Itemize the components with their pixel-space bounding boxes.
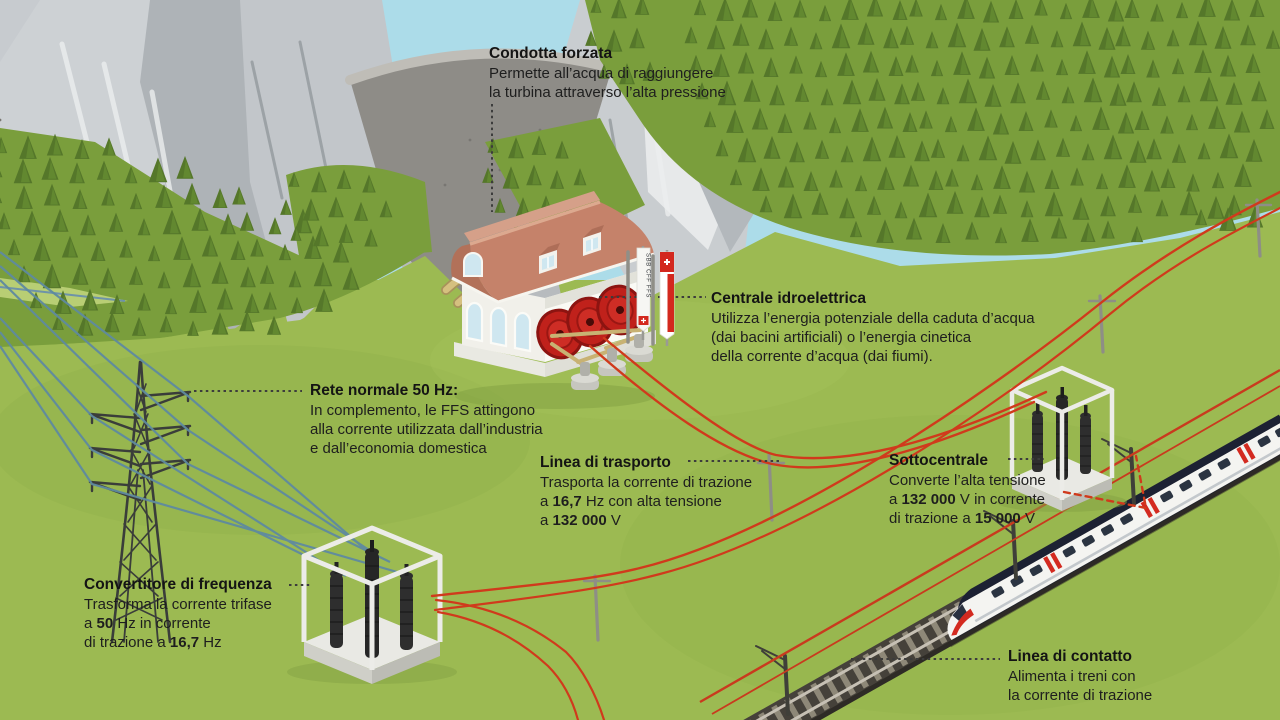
train-roof xyxy=(957,414,1280,609)
label-centrale-idroelettrica: Centrale idroelettrica Utilizza l’energi… xyxy=(711,289,1035,366)
substation-feeder-dashed xyxy=(1062,454,1148,510)
label-convertitore-di-frequenza: Convertitore di frequenza Trasforma la c… xyxy=(84,575,272,652)
gable-window xyxy=(463,252,483,277)
train-nose-stripe xyxy=(951,608,974,636)
train-windows xyxy=(991,425,1280,598)
grass-field xyxy=(0,212,1280,720)
label-rete-normale: Rete normale 50 Hz: In complemento, le F… xyxy=(310,381,543,458)
catenary-pole xyxy=(1011,519,1018,580)
catenary-pole xyxy=(1129,447,1136,506)
building-shadow xyxy=(455,383,655,409)
bushing-pedestals xyxy=(571,334,653,390)
banner-sbb: SBB CFF FFS xyxy=(636,246,651,340)
hillside-path xyxy=(0,278,128,307)
traction-power-lines xyxy=(430,190,1280,720)
label-linea-di-trasporto: Linea di trasporto Trasporta la corrente… xyxy=(540,453,752,530)
label-title: Sottocentrale xyxy=(889,452,989,469)
label-condotta-forzata: Condotta forzata Permette all’acqua di r… xyxy=(489,44,726,102)
plant-roof xyxy=(470,202,654,302)
label-title: Centrale idroelettrica xyxy=(711,290,867,307)
plant-transformers xyxy=(550,328,653,390)
label-title: Convertitore di frequenza xyxy=(84,576,272,593)
train-door-stripes xyxy=(1043,442,1256,574)
banner-sbb-text: SBB CFF FFS xyxy=(645,253,651,298)
converter-frame xyxy=(301,525,443,670)
catenary-pole xyxy=(783,654,790,716)
feeder-wire xyxy=(711,385,1280,715)
substation xyxy=(997,365,1127,512)
label-title: Condotta forzata xyxy=(489,45,613,62)
label-title: Rete normale 50 Hz: xyxy=(310,382,459,399)
dormer-windows xyxy=(539,225,604,274)
hydro-power-plant xyxy=(451,191,656,409)
banner-swiss-flag xyxy=(659,250,675,346)
substation-frame xyxy=(1009,365,1115,500)
label-body: Utilizza l’energia potenziale della cadu… xyxy=(711,310,1035,365)
grid-50hz-lines xyxy=(0,251,405,577)
contact-wire xyxy=(699,368,1280,704)
label-title: Linea di trasporto xyxy=(540,454,671,471)
transport-line xyxy=(602,336,1048,460)
transmission-pylon xyxy=(88,360,192,644)
label-title: Linea di contatto xyxy=(1008,648,1132,665)
frequency-converter xyxy=(287,525,457,684)
transport-line xyxy=(588,344,1036,469)
catenary xyxy=(699,368,1280,716)
arched-windows xyxy=(465,301,532,353)
plant-banners: SBB CFF FFS xyxy=(626,246,675,346)
train xyxy=(947,414,1280,648)
